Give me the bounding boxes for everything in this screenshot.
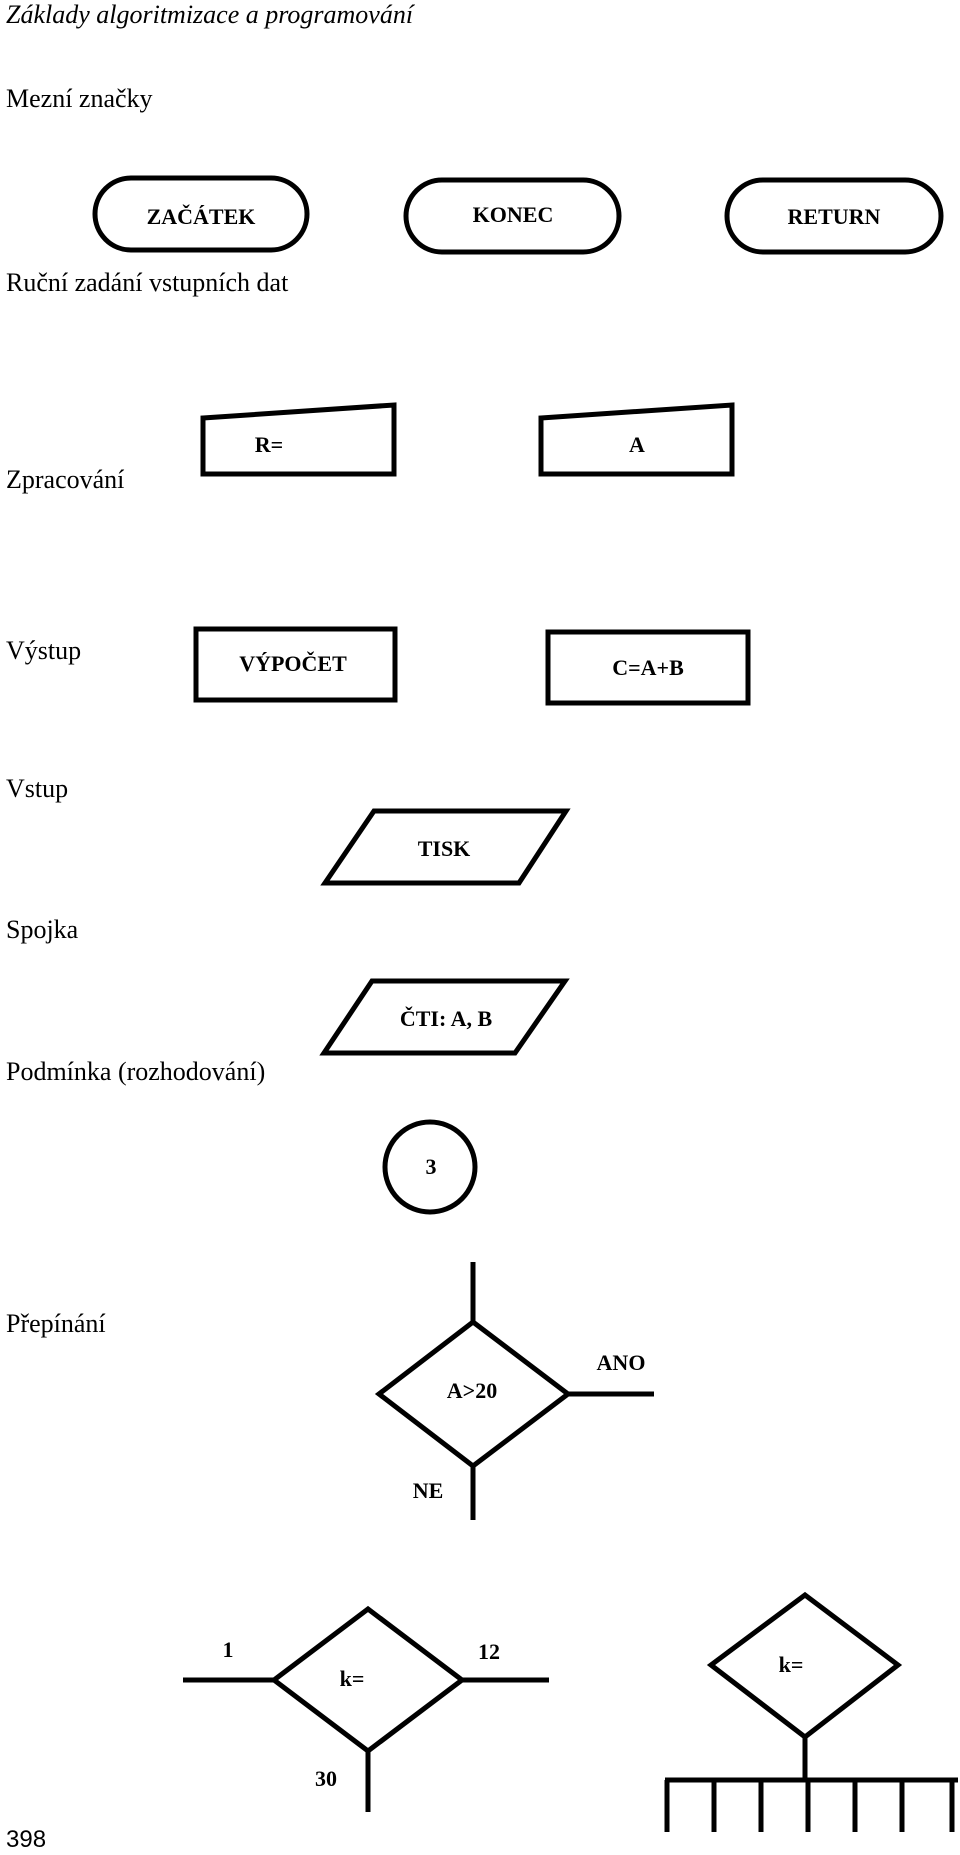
- process-shape-2: [545, 629, 751, 706]
- switch-2-label: k=: [779, 1652, 804, 1677]
- output-label: TISK: [418, 836, 471, 861]
- process-shape-1: [193, 626, 398, 703]
- input-label: ČTI: A, B: [400, 1006, 493, 1031]
- page-number: 398: [6, 1826, 47, 1853]
- manual-input-label-2: A: [629, 432, 645, 457]
- section-switch: Přepínání: [6, 1309, 106, 1338]
- decision-no-label: NE: [413, 1478, 444, 1503]
- connector-shape: [382, 1119, 478, 1215]
- terminal-return-label: RETURN: [788, 204, 881, 229]
- switch-1-shape: [269, 1605, 467, 1755]
- input-shape: [319, 978, 570, 1056]
- section-input: Vstup: [6, 774, 69, 803]
- terminal-start-label: ZAČÁTEK: [147, 204, 256, 229]
- output-shape: [320, 808, 571, 886]
- terminal-return-shape: [724, 177, 944, 255]
- section-decision: Podmínka (rozhodování): [6, 1057, 266, 1086]
- process-label-2: C=A+B: [612, 655, 684, 680]
- switch-1-label: k=: [340, 1666, 365, 1691]
- terminal-end-shape: [403, 177, 622, 255]
- manual-input-shape-2: [538, 402, 735, 477]
- terminal-end-label: KONEC: [473, 202, 554, 227]
- section-output: Výstup: [6, 636, 82, 665]
- switch-1-bottom-label: 30: [315, 1766, 337, 1791]
- decision-label: A>20: [447, 1378, 497, 1403]
- process-label-1: VÝPOČET: [239, 651, 347, 676]
- switch-2-shape: [706, 1591, 903, 1741]
- section-terminal-symbols: Mezní značky: [6, 84, 153, 113]
- section-connector: Spojka: [6, 915, 79, 944]
- terminal-start-shape: [92, 175, 310, 253]
- page-header: Základy algoritmizace a programování: [6, 0, 414, 29]
- switch-1-left-label: 1: [223, 1637, 234, 1662]
- decision-yes-label: ANO: [597, 1350, 646, 1375]
- connector-label: 3: [426, 1154, 437, 1179]
- manual-input-label-1: R=: [255, 432, 283, 457]
- manual-input-shape-1: [200, 402, 397, 477]
- switch-1-right-label: 12: [478, 1639, 500, 1664]
- section-processing: Zpracování: [6, 465, 125, 494]
- section-manual-input: Ruční zadání vstupních dat: [6, 268, 289, 297]
